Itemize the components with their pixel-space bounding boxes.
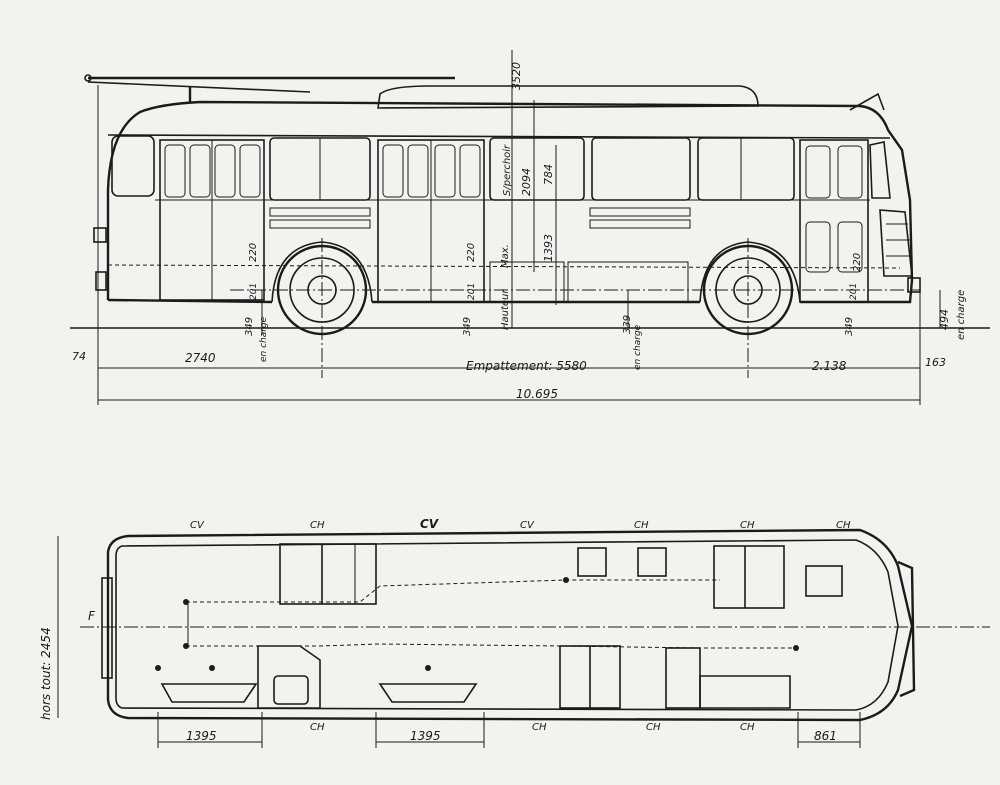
height-overall-label: 3520 xyxy=(510,62,523,90)
door-front xyxy=(799,139,869,303)
plan-view: hors tout: 2454 F CV CH CV CV CH CH CH C… xyxy=(39,517,990,748)
dim-2740: 2740 xyxy=(185,351,216,365)
bay-label-top-4: CV xyxy=(520,520,535,531)
door-rear xyxy=(159,139,265,301)
door-centre xyxy=(377,139,485,303)
plan-driver-seat xyxy=(805,565,843,597)
door-front-frame xyxy=(799,139,869,303)
bay-label-bottom-3: CH xyxy=(646,722,661,733)
advert-panel-2 xyxy=(589,207,691,217)
step-349-rear: 349 xyxy=(244,317,255,336)
bus-body-outline xyxy=(106,100,914,304)
rear-window xyxy=(111,135,155,197)
bay-label-bottom-4: CH xyxy=(740,722,755,733)
interior-sperchoir-label: S/perchoir xyxy=(502,144,513,196)
step-349-front: 349 xyxy=(844,317,855,336)
plan-body-outline xyxy=(106,528,914,722)
trolley-pole-lower xyxy=(87,81,311,93)
door-201-a: 201 xyxy=(249,283,259,300)
dim-1395-b: 1395 xyxy=(410,729,441,743)
plan-front-mark: F xyxy=(88,609,96,623)
plan-seat-3 xyxy=(273,675,309,705)
plan-rear-bumper xyxy=(101,577,113,679)
plan-centre-seat xyxy=(378,683,478,703)
step-349-centre: 349 xyxy=(462,317,473,336)
bay-label-top-6: CH xyxy=(740,520,755,531)
dim-2138: 2.138 xyxy=(812,359,847,373)
dim-74: 74 xyxy=(72,350,86,363)
bay-label-top-5: CH xyxy=(634,520,649,531)
door-201-c: 201 xyxy=(849,283,859,300)
plan-wheelarch-rear xyxy=(257,645,321,709)
door-220-b: 220 xyxy=(466,243,477,262)
plan-seat-2 xyxy=(637,547,667,577)
bay-label-top-1: CV xyxy=(190,520,205,531)
front-wheel-arch xyxy=(699,241,801,303)
step-339: 339 xyxy=(622,315,633,334)
interior-hauteur-label: Hauteur xyxy=(500,289,511,330)
door-220-a: 220 xyxy=(248,243,259,262)
plan-pipe-upper xyxy=(186,579,720,603)
bay-label-top-3: CV xyxy=(420,517,440,531)
step-494: 494 xyxy=(938,309,951,330)
roof-front-cowl xyxy=(849,92,885,111)
advert-panel-1 xyxy=(269,207,371,217)
trolley-shoe xyxy=(84,74,92,82)
window-3 xyxy=(591,137,691,201)
roof-equipment xyxy=(377,85,759,109)
floor-line xyxy=(107,264,901,269)
en-charge-right: en charge xyxy=(956,290,967,340)
interior-max-label: Max. xyxy=(500,244,511,268)
plan-front-seat xyxy=(699,675,791,709)
dim-163: 163 xyxy=(925,356,946,369)
window-2 xyxy=(489,137,585,201)
bay-label-bottom-2: CH xyxy=(532,722,547,733)
door-220-c: 220 xyxy=(852,253,863,272)
rear-bumper xyxy=(95,271,107,291)
plan-inner-outline xyxy=(115,539,899,711)
plan-front-door-well xyxy=(713,545,785,609)
wheelbase-label: Empattement: 5580 xyxy=(466,359,587,373)
bay-label-bottom-1: CH xyxy=(310,722,325,733)
body-bottom-front xyxy=(107,298,273,304)
bay-label-top-7: CH xyxy=(836,520,851,531)
side-view: 3520 Max. Hauteur S/perchoir 2094 784 13… xyxy=(70,50,990,405)
windscreen xyxy=(869,141,891,199)
interior-784-label: 784 xyxy=(542,164,555,185)
en-charge-left: en charge xyxy=(259,316,269,362)
door-201-b: 201 xyxy=(467,283,477,300)
window-4 xyxy=(697,137,795,201)
plan-width-label: hors tout: 2454 xyxy=(39,627,53,720)
plan-pipe-lower xyxy=(186,643,796,649)
plan-rear-seat xyxy=(160,683,258,703)
overall-length-label: 10.695 xyxy=(516,387,558,401)
skirt-panel-1 xyxy=(489,261,565,303)
plan-front-bumper xyxy=(897,560,916,698)
interior-2094-label: 2094 xyxy=(520,168,533,196)
dim-861: 861 xyxy=(814,729,837,743)
plan-seat-1 xyxy=(577,547,607,577)
en-charge-mid: en charge xyxy=(633,324,643,370)
front-grille xyxy=(879,209,913,277)
plan-wheelarch-front xyxy=(665,647,701,709)
interior-1393-label: 1393 xyxy=(542,234,555,262)
front-wheel xyxy=(699,241,801,336)
rear-lamp xyxy=(93,227,107,243)
bay-label-top-2: CH xyxy=(310,520,325,531)
plan-rear-door-well xyxy=(279,543,377,605)
dim-1395-a: 1395 xyxy=(186,729,217,743)
